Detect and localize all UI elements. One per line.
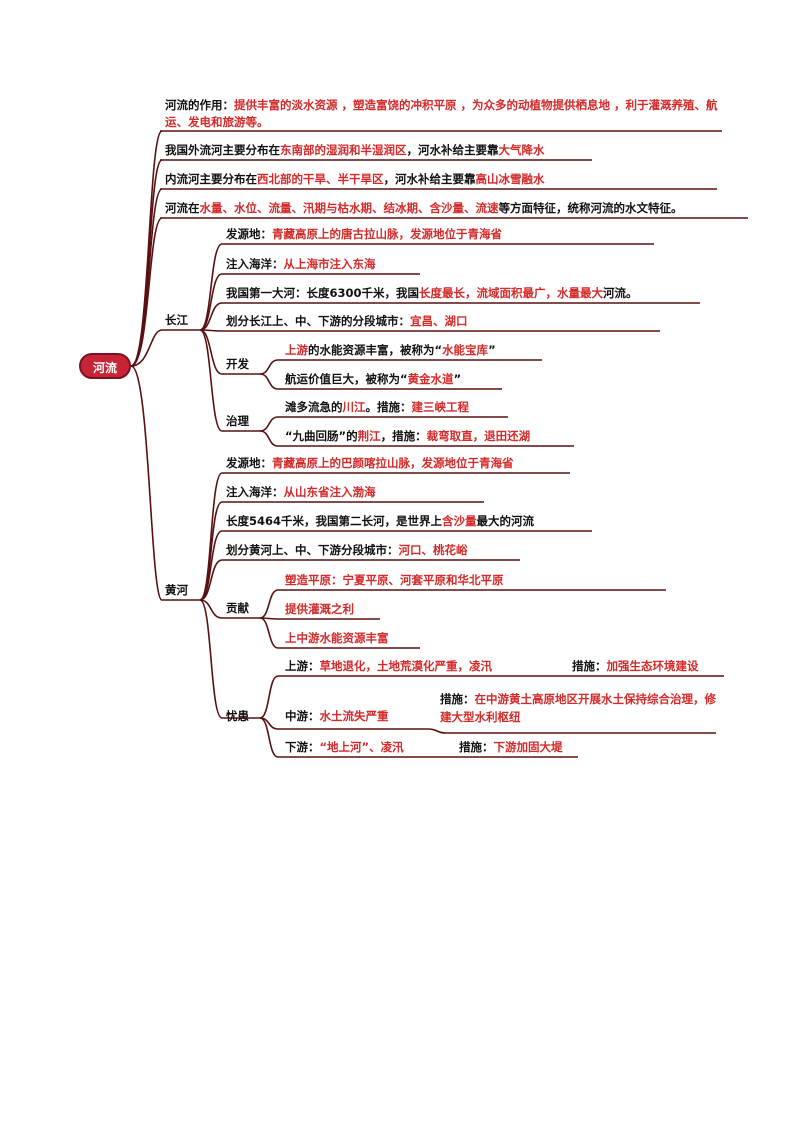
huanghe-label[interactable]: 黄河 [165,583,188,597]
body-text: ，措施： [380,429,427,443]
body-text: 我国第一大河：长度6300千米，我国 [226,286,420,300]
huanghe-length: 长度5464千米，我国第二长河，是世界上含沙量最大的河流 [226,514,534,529]
key-point-text: 大气降水 [498,143,545,157]
youhuan-label[interactable]: 忧患 [226,709,249,723]
key-point-text: 高山冰雪融水 [475,172,545,186]
key-point-text: 草地退化，土地荒漠化严重，凌汛 [319,659,493,673]
key-point-text: 裁弯取直，退田还湖 [426,429,531,443]
key-point-text: 提供丰富的淡水资源 ，塑造富饶的冲积平原 ，为众多的动植物提供栖息地 ，利于灌溉… [165,98,718,129]
key-point-text: 荆江 [357,429,381,443]
body-text: 措施： [440,692,475,706]
changjiang-outlet: 注入海洋：从上海市注入东海 [226,257,376,272]
body-text: 措施： [572,659,607,673]
youhuan-upstream: 上游：草地退化，土地荒漠化严重，凌汛 [285,659,492,674]
changjiang-source: 发源地：青藏高原上的唐古拉山脉，发源地位于青海省 [226,227,502,242]
body-text: 中游： [285,709,320,723]
key-point-text: 黄金水道 [407,372,454,386]
kaifa-item: 航运价值巨大，被称为“黄金水道” [285,372,461,387]
body-text: 上游： [285,659,320,673]
kaifa-item: 上游的水能资源丰富，被称为“水能宝库” [285,343,496,358]
body-text: 河流。 [603,286,638,300]
youhuan-downstream: 下游：“地上河”、凌汛 [285,740,404,755]
zhili-label[interactable]: 治理 [226,414,249,428]
branch-curve [130,159,163,367]
key-point-text: 在中游黄土高原地区开展水土保持综合治理，修建大型水利枢纽 [440,692,716,724]
youhuan-downstream-measure: 措施：下游加固大堤 [459,740,563,755]
body-text: 发源地： [226,227,272,241]
changjiang-length: 我国第一大河：长度6300千米，我国长度最长，流域面积最广，水量最大河流。 [226,286,638,301]
gongxian-label[interactable]: 贡献 [226,601,249,615]
key-point-text: 川江 [342,400,366,414]
youhuan-midstream: 中游：水土流失严重 [285,709,389,724]
body-text: 内流河主要分布在 [165,172,257,186]
branch-curve [130,365,200,601]
key-point-text: 长度最长，流域面积最广，水量最大 [419,286,604,300]
body-text: ” [453,372,462,386]
body-text: 河流在 [165,201,200,215]
key-point-text: 提供灌溉之利 [285,602,354,616]
zhili-item: “九曲回肠”的荆江，措施：裁弯取直，退田还湖 [285,429,530,444]
key-point-text: “地上河”、凌汛 [319,740,404,754]
key-point-text: 西北部的干旱、半干旱区 [257,172,384,186]
key-point-text: 建三峡工程 [411,400,470,414]
key-point-text: 下游加固大堤 [493,740,563,754]
body-text: ” [488,343,496,357]
gongxian-item: 提供灌溉之利 [285,602,354,617]
exterior-river-text: 我国外流河主要分布在东南部的湿润和半湿润区，河水补给主要靠大气降水 [165,143,545,158]
body-text: 等方面特征，统称河流的水文特征。 [498,201,683,215]
key-point-text: 塑造平原：宁夏平原、河套平原和华北平原 [285,573,504,587]
body-text: 划分黄河上、中、下游分段城市： [226,543,399,557]
key-point-text: 东南部的湿润和半湿润区 [280,143,407,157]
body-text: 划分长江上、中、下游的分段城市： [226,314,410,328]
root-node-river[interactable]: 河流 [79,353,131,379]
key-point-text: 青藏高原上的巴颜喀拉山脉，发源地位于青海省 [272,456,514,470]
key-point-text: 水量、水位、流量、汛期与枯水期、结冰期、含沙量、流速 [199,201,499,215]
gongxian-item: 上中游水能资源丰富 [285,631,389,646]
body-text: 我国外流河主要分布在 [165,143,280,157]
branch-curve [130,217,163,367]
branch-curve [130,329,200,367]
key-point-text: 河口、桃花峪 [398,543,468,557]
body-text: 航运价值巨大，被称为“ [285,372,408,386]
youhuan-midstream-measure: 措施：在中游黄土高原地区开展水土保持综合治理，修建大型水利枢纽 [440,690,720,726]
body-text: 发源地： [226,456,272,470]
key-point-text: 宜昌、湖口 [410,314,468,328]
body-text: 。措施： [365,400,412,414]
body-text: 注入海洋： [226,485,284,499]
body-text: 注入海洋： [226,257,284,271]
body-text: ，河水补给主要靠 [406,143,499,157]
body-text: 最大的河流 [476,514,535,528]
body-text: 下游： [285,740,320,754]
hydrology-feature-text: 河流在水量、水位、流量、汛期与枯水期、结冰期、含沙量、流速等方面特征，统称河流的… [165,201,683,216]
body-text: ，河水补给主要靠 [383,172,476,186]
changjiang-division-cities: 划分长江上、中、下游的分段城市：宜昌、湖口 [226,314,468,329]
body-text: 长度5464千米，我国第二长河，是世界上 [226,514,443,528]
youhuan-upstream-measure: 措施：加强生态环境建设 [572,659,699,674]
key-point-text: 上游 [285,343,308,357]
key-point-text: 加强生态环境建设 [606,659,699,673]
body-text: 河流的作用： [165,98,234,112]
key-point-text: 从上海市注入东海 [283,257,376,271]
body-text: 的水能资源丰富，被称为“ [308,343,443,357]
body-text: 滩多流急的 [285,400,343,414]
key-point-text: 上中游水能资源丰富 [285,631,389,645]
river-function-text: 河流的作用：提供丰富的淡水资源 ，塑造富饶的冲积平原 ，为众多的动植物提供栖息地… [165,97,725,131]
key-point-text: 水土流失严重 [319,709,389,723]
branch-curve [130,130,163,367]
interior-river-text: 内流河主要分布在西北部的干旱、半干旱区，河水补给主要靠高山冰雪融水 [165,172,545,187]
key-point-text: 含沙量 [442,514,477,528]
key-point-text: 从山东省注入渤海 [283,485,376,499]
kaifa-label[interactable]: 开发 [226,357,249,371]
huanghe-source: 发源地：青藏高原上的巴颜喀拉山脉，发源地位于青海省 [226,456,514,471]
body-text: “九曲回肠”的 [285,429,358,443]
gongxian-item: 塑造平原：宁夏平原、河套平原和华北平原 [285,573,504,588]
key-point-text: 青藏高原上的唐古拉山脉，发源地位于青海省 [272,227,502,241]
changjiang-label[interactable]: 长江 [165,313,188,327]
huanghe-outlet: 注入海洋：从山东省注入渤海 [226,485,376,500]
body-text: 措施： [459,740,494,754]
key-point-text: 水能宝库 [442,343,489,357]
huanghe-division-cities: 划分黄河上、中、下游分段城市：河口、桃花峪 [226,543,468,558]
zhili-item: 滩多流急的川江。措施：建三峡工程 [285,400,469,415]
